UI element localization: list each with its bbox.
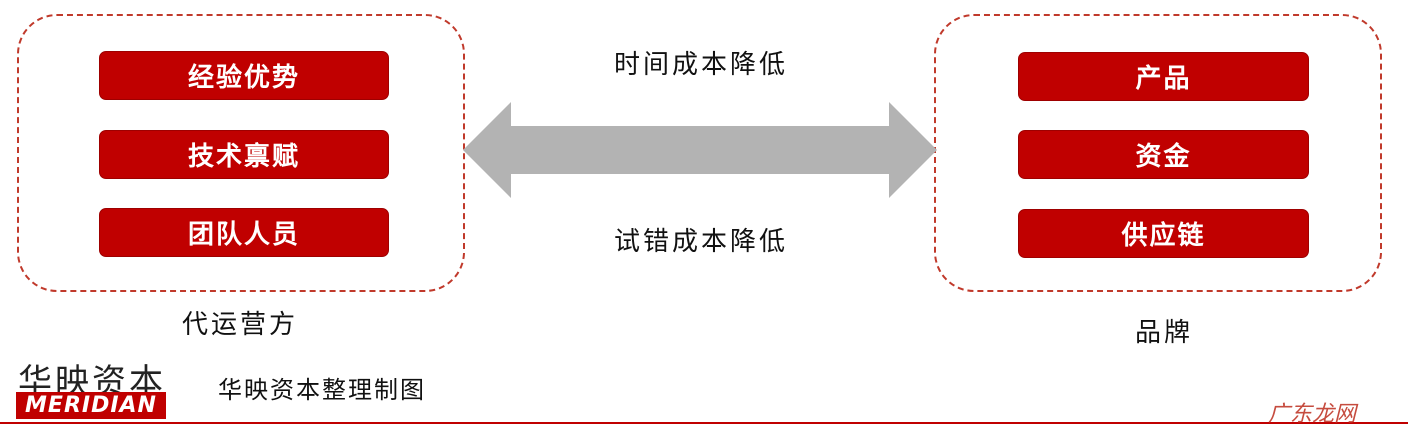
- double-arrow-icon: [463, 102, 937, 198]
- arrow-top-label: 时间成本降低: [614, 50, 789, 80]
- right-item-product: 产品: [1018, 52, 1309, 101]
- right-item-supply-chain: 供应链: [1018, 209, 1309, 258]
- right-item-capital: 资金: [1018, 130, 1309, 179]
- right-group-label: 品牌: [1135, 318, 1194, 348]
- arrow-bottom-label: 试错成本降低: [614, 227, 789, 257]
- left-group-box: [17, 14, 465, 292]
- left-group-label: 代运营方: [182, 310, 299, 340]
- watermark: 广东龙网: [1268, 402, 1357, 427]
- source-caption: 华映资本整理制图: [218, 376, 426, 404]
- brand-logo-english: MERIDIAN: [16, 392, 166, 419]
- right-group-box: [934, 14, 1382, 292]
- footer-divider: [0, 422, 1408, 424]
- left-item-technology: 技术禀赋: [99, 130, 389, 179]
- left-item-team: 团队人员: [99, 208, 389, 257]
- left-item-experience: 经验优势: [99, 51, 389, 100]
